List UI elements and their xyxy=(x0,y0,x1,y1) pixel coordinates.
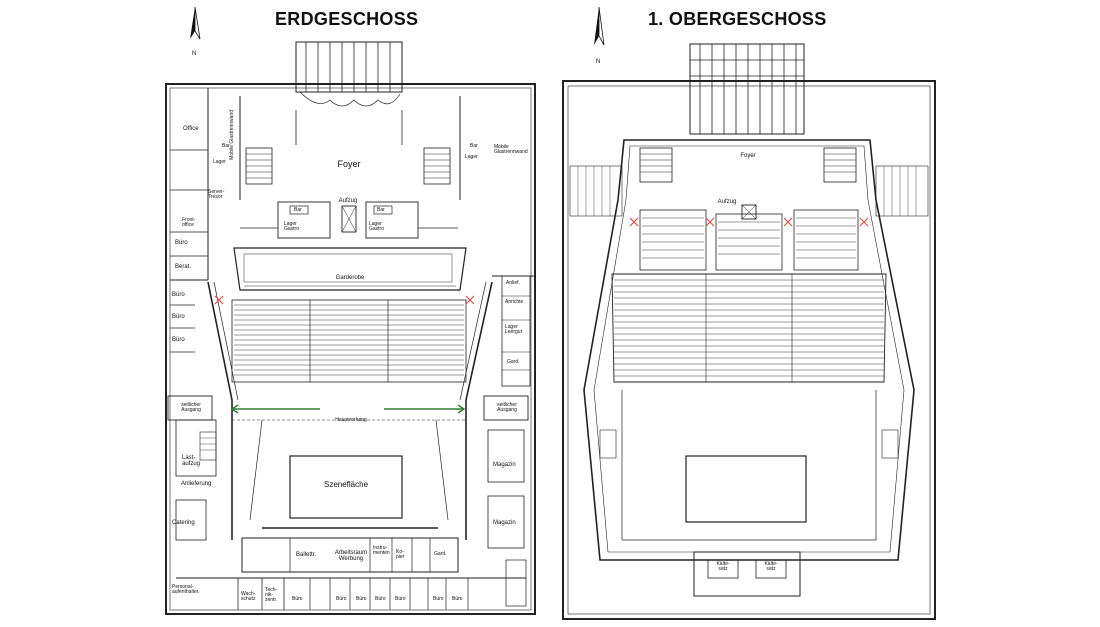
room-instrumente: Instru-menten xyxy=(373,545,390,556)
room-technik: Tech-nik-zentr. xyxy=(265,587,278,603)
label-hauptvorhang: Hauptvorhang xyxy=(335,417,367,423)
room-kaelte-1: Kälte-satz xyxy=(716,561,730,572)
room-buero-1: Büro xyxy=(175,240,188,246)
room-foyer: Foyer xyxy=(337,159,361,169)
room-seitl-right: seitlicher Ausgang xyxy=(497,402,517,413)
north-arrow-icon xyxy=(190,6,201,40)
room-bottom-buero: Büro xyxy=(292,596,303,602)
room-bottom-buero: Büro xyxy=(356,596,367,602)
room-bottom-buero: Büro xyxy=(452,596,463,602)
room-arbeitsraum: Arbeitsraum Werbung xyxy=(334,550,368,562)
room-berat: Berat. xyxy=(175,264,192,270)
room-anlief-top: Anlief. xyxy=(506,280,520,286)
room-bottom-buero: Büro xyxy=(433,596,444,602)
room-mobile-right: Mobile Glastrennwand xyxy=(494,144,528,155)
room-wachschutz: Wach-schutz xyxy=(241,591,256,602)
room-office: Office xyxy=(183,126,199,132)
room-anrichte: Anrichte xyxy=(505,299,524,305)
room-lager-gastro-right: Lager Gastro xyxy=(369,221,385,232)
room-buero-3: Büro xyxy=(172,314,185,320)
room-seitl-left: seitlicher Ausgang xyxy=(181,402,201,413)
room-catering: Catering xyxy=(172,520,195,526)
room-aufzug: Aufzug xyxy=(338,198,358,204)
room-mobile-left: Mobile Glastrennwand xyxy=(229,110,235,160)
room-lager-leergut: Lager Leergut xyxy=(505,324,522,335)
room-lager-gastro-left: Lager Gastro xyxy=(284,221,300,232)
north-label-ground: N xyxy=(192,51,197,57)
room-bottom-buero: Büro xyxy=(375,596,386,602)
room-garderobe: Garderobe xyxy=(335,275,365,281)
plan-title-ground: ERDGESCHOSS xyxy=(275,9,419,29)
room-gard2: Gard. xyxy=(434,551,447,557)
room-foyer-upper: Foyer xyxy=(740,153,756,159)
room-aufzug-upper: Aufzug xyxy=(717,199,737,205)
plan-title-upper: 1. OBERGESCHOSS xyxy=(648,9,827,29)
room-bar-mid-left: Bar xyxy=(294,207,302,213)
room-lager-right-top: Lager xyxy=(465,154,478,160)
room-bar-right-top: Bar xyxy=(470,143,478,149)
room-bottom-buero: Büro xyxy=(395,596,406,602)
room-personal: Personal-aufenthalter. xyxy=(172,584,200,595)
room-bar-mid-right: Bar xyxy=(377,207,385,213)
room-magazin-1: Magazin xyxy=(493,462,516,468)
room-ballettr: Ballettr. xyxy=(296,552,317,558)
room-anlieferung: Anlieferung xyxy=(181,481,212,487)
room-gard: Gard. xyxy=(507,359,520,365)
room-lager-left-top: Lager xyxy=(213,159,226,165)
room-szeneflaeche: Szenefläche xyxy=(323,480,369,489)
room-kopier: Ko-pier xyxy=(396,549,405,560)
north-arrow-icon xyxy=(594,6,605,46)
room-buero-4: Büro xyxy=(172,337,185,343)
room-kaelte-2: Kälte-satz xyxy=(764,561,778,572)
north-label-upper: N xyxy=(596,59,601,65)
room-frontoffice: Front-office xyxy=(182,217,196,228)
room-magazin-2: Magazin xyxy=(493,520,516,526)
room-server: Server-Tresor xyxy=(208,189,225,200)
room-lastaufzug: Last-aufzug xyxy=(182,455,201,467)
room-bar-left-top: Bar xyxy=(222,143,230,149)
room-bottom-buero: Büro xyxy=(336,596,347,602)
room-buero-2: Büro xyxy=(172,292,185,298)
